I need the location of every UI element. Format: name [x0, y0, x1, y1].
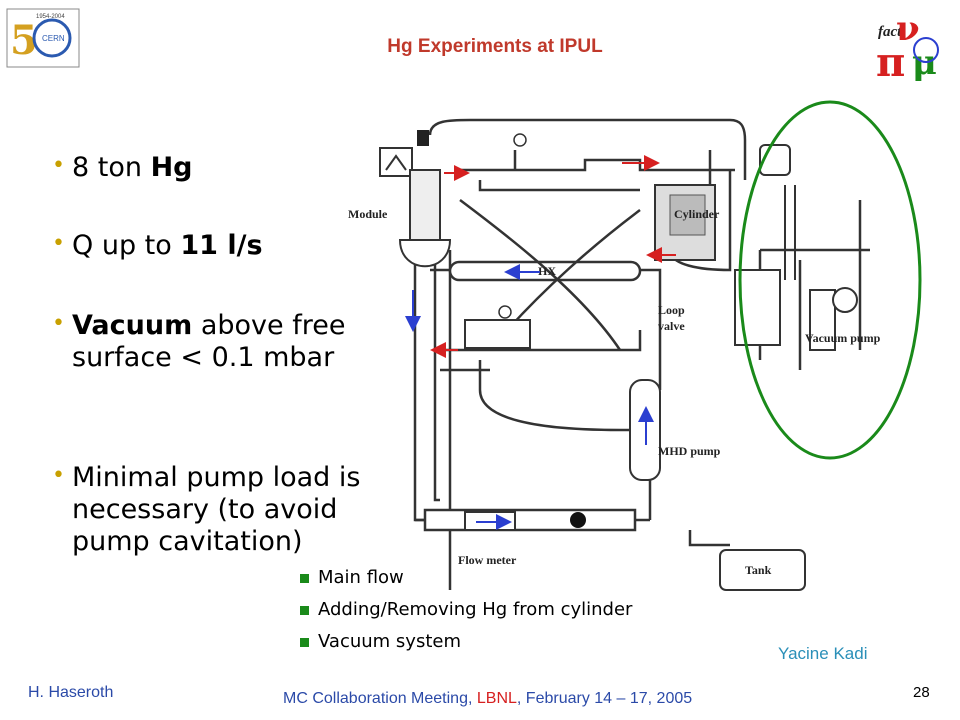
- svg-text:1954-2004: 1954-2004: [36, 14, 65, 20]
- main-flow-arrows: [405, 264, 654, 530]
- cern-50-logo: 5 CERN 1954-2004: [6, 8, 80, 68]
- legend-square-icon: [300, 573, 309, 583]
- hg-loop-schematic: Module Cylinder HX Loop valve Vacuum pum…: [348, 100, 922, 591]
- page-number: 28: [913, 684, 930, 701]
- label-cylinder: Cylinder: [674, 207, 720, 221]
- author-credit: Yacine Kadi: [778, 644, 868, 663]
- components: [379, 130, 858, 591]
- footer-lbnl: LBNL: [476, 690, 517, 707]
- legend-square-icon: [300, 605, 309, 615]
- legend-main-flow: Main flow: [300, 567, 404, 588]
- pipework: [413, 118, 870, 590]
- footer-meeting: MC Collaboration Meeting, LBNL, February…: [283, 690, 693, 707]
- svg-text:π: π: [876, 39, 905, 82]
- label-hx: HX: [538, 264, 556, 278]
- adding-removing-arrows: [430, 155, 676, 358]
- legend-adding-removing: Adding/Removing Hg from cylinder: [300, 599, 632, 620]
- slide-title: Hg Experiments at IPUL: [387, 36, 603, 57]
- vacuum-system-ellipse: [738, 100, 922, 460]
- label-module: Module: [348, 207, 388, 221]
- nufact-logo: fact ν π μ: [876, 9, 939, 82]
- bullet-dot-icon: •: [52, 463, 65, 488]
- legend-vacuum-system: Vacuum system: [300, 631, 461, 652]
- svg-text:CERN: CERN: [42, 34, 65, 43]
- svg-text:ν: ν: [896, 9, 920, 49]
- bullet-dot-icon: •: [52, 311, 65, 336]
- label-vacuum-pump: Vacuum pump: [805, 331, 881, 345]
- bullet-dot-icon: •: [52, 153, 65, 178]
- label-mhd-pump: MHD pump: [658, 444, 721, 458]
- label-tank: Tank: [745, 563, 772, 577]
- footer-presenter: H. Haseroth: [28, 684, 114, 701]
- legend-square-icon: [300, 637, 309, 647]
- svg-text:fact: fact: [878, 24, 902, 40]
- label-loop-valve-line1: Loop: [658, 303, 685, 317]
- label-flow-meter: Flow meter: [458, 553, 517, 567]
- bullet-dot-icon: •: [52, 231, 65, 256]
- label-loop-valve-line2: valve: [658, 319, 685, 333]
